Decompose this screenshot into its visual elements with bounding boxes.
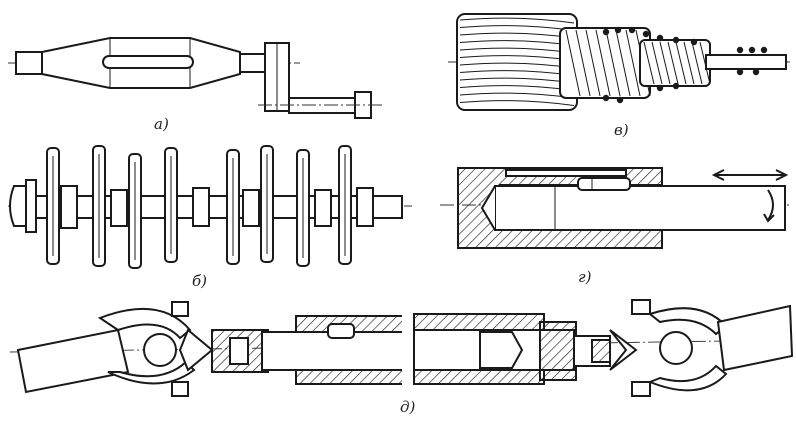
panel-label-v: в) (614, 121, 629, 139)
panel-b-drawing (8, 145, 412, 269)
panel-g-drawing (440, 167, 790, 249)
panel-v-drawing (448, 13, 790, 111)
panel-label-a: а) (154, 115, 169, 133)
panel-label-d: д) (400, 398, 416, 416)
panel-d-drawing (9, 299, 794, 397)
panel-label-b: б) (192, 272, 208, 290)
panel-a-drawing (8, 37, 382, 119)
panel-label-g: г) (578, 268, 592, 286)
